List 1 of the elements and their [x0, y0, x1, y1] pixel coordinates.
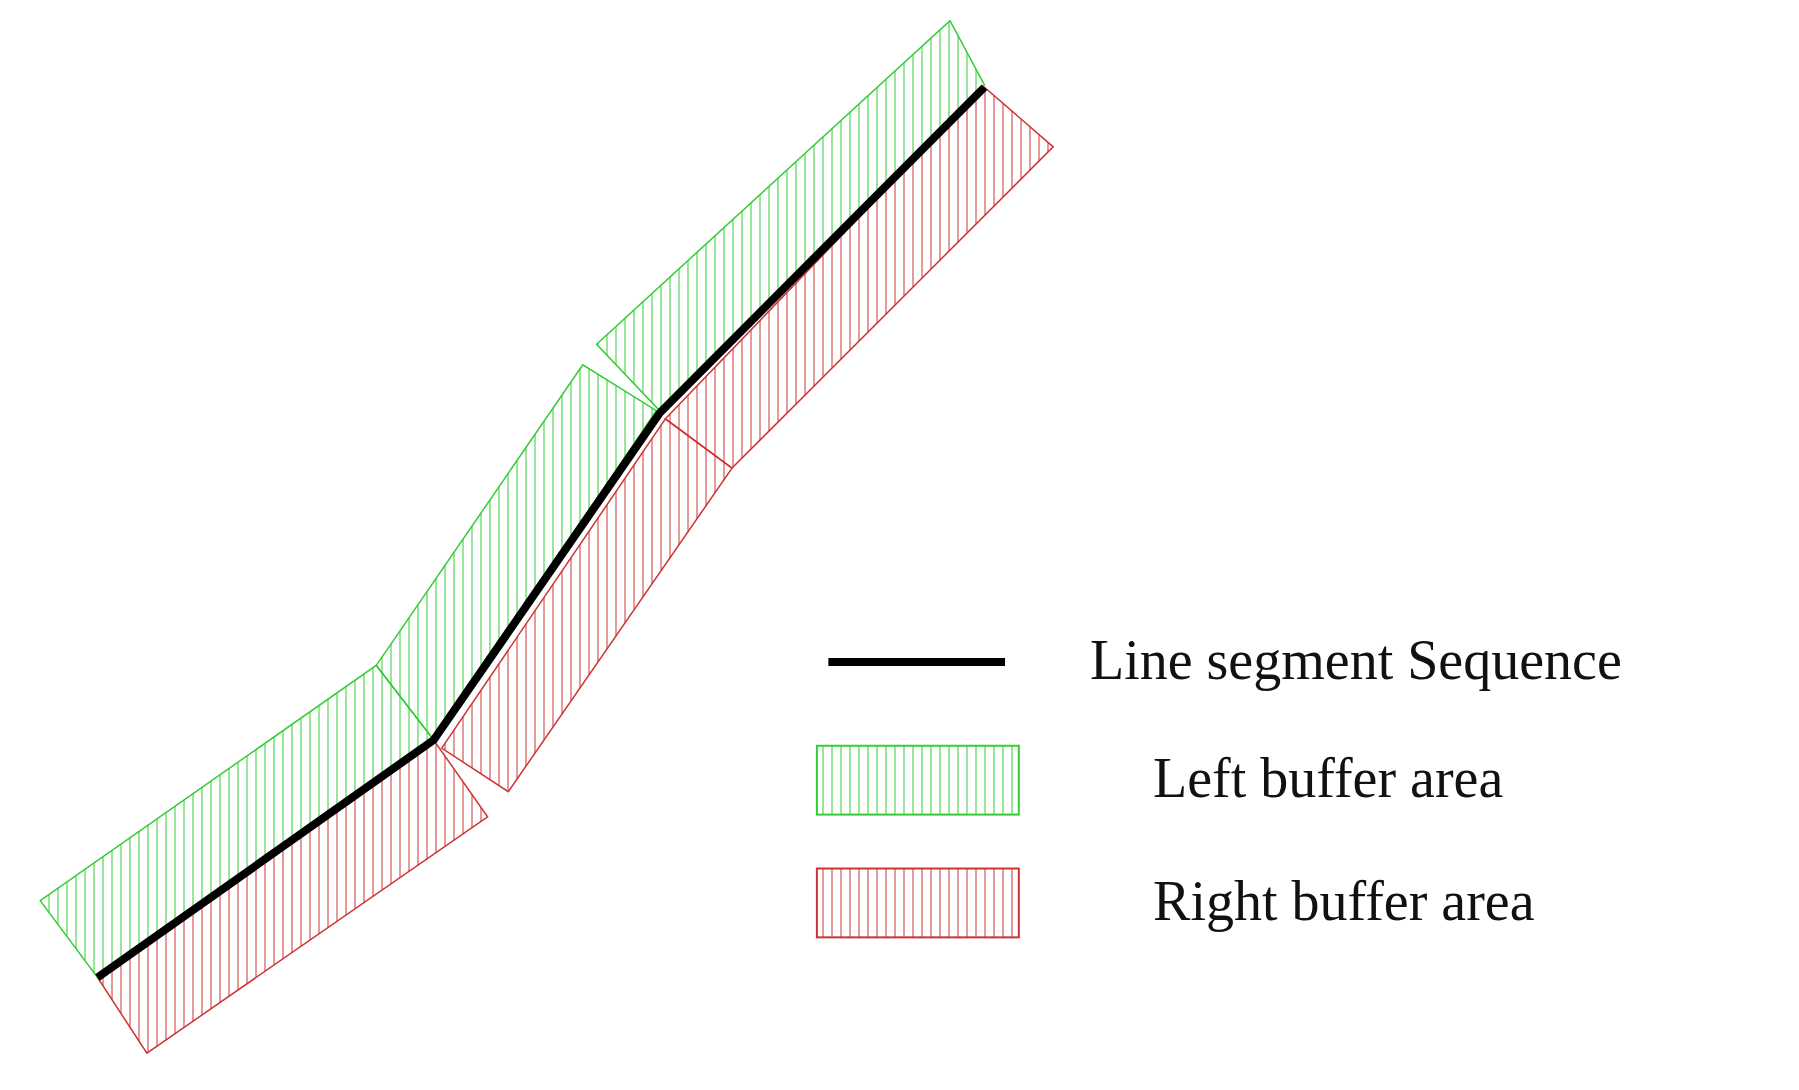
legend-text: Left buffer area: [1153, 750, 1504, 807]
